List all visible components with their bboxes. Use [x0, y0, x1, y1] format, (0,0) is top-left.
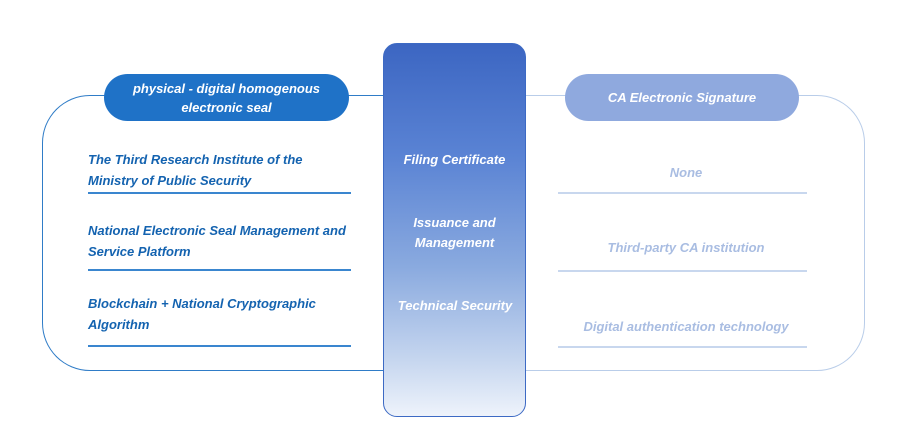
left-divider-2	[88, 269, 351, 271]
center-label-issuance: Issuance and Management	[413, 215, 496, 250]
right-item-none: None	[669, 165, 703, 180]
left-item-blockchain: Blockchain + National Cryptographic Algo…	[88, 296, 316, 332]
center-column	[383, 43, 526, 417]
right-title-pill: CA Electronic Signature	[565, 74, 799, 121]
left-divider-1	[88, 192, 351, 194]
left-item-platform: National Electronic Seal Management and …	[88, 223, 346, 259]
left-title: physical - digital homogenous electronic…	[132, 80, 321, 115]
right-title: CA Electronic Signature	[607, 90, 757, 105]
left-item-institute: The Third Research Institute of the Mini…	[88, 152, 303, 188]
right-divider-1	[558, 192, 807, 194]
left-title-pill: physical - digital homogenous electronic…	[104, 74, 349, 121]
center-label-security: Technical Security	[397, 298, 513, 313]
center-label-filing: Filing Certificate	[403, 152, 506, 167]
left-divider-3	[88, 345, 351, 347]
right-divider-3	[558, 346, 807, 348]
right-divider-2	[558, 270, 807, 272]
right-item-ca-institution: Third-party CA institution	[607, 240, 765, 255]
right-item-digital-auth: Digital authentication technology	[583, 319, 789, 334]
